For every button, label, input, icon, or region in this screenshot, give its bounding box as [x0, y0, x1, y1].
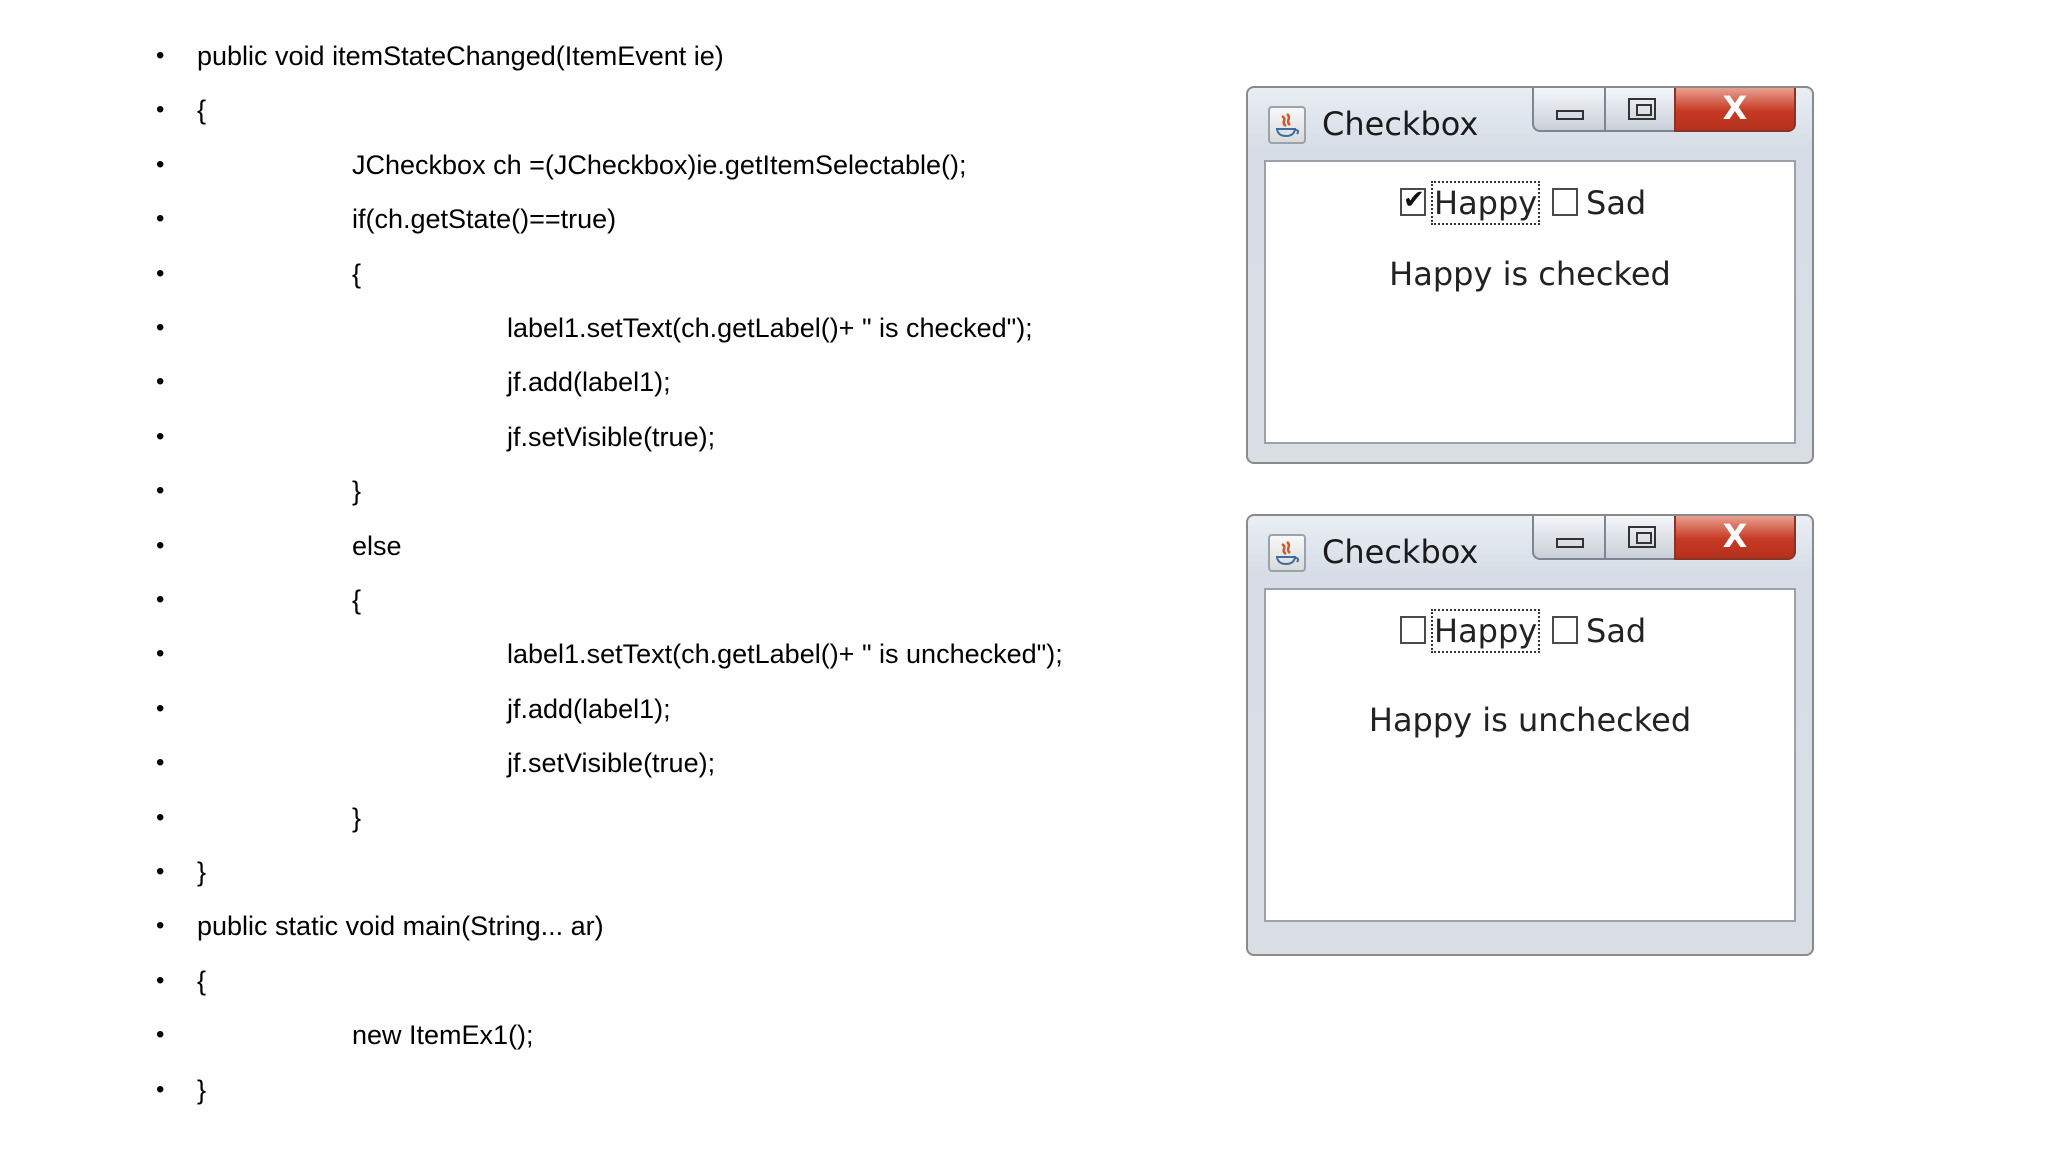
java-icon [1268, 106, 1306, 144]
code-text: JCheckbox ch =(JCheckbox)ie.getItemSelec… [352, 149, 967, 180]
maximize-button[interactable] [1604, 516, 1676, 560]
code-text: jf.add(label1); [507, 367, 671, 398]
happy-checkbox-label[interactable]: Happy [1430, 181, 1541, 225]
maximize-icon [1628, 98, 1656, 120]
java-icon [1268, 534, 1306, 572]
bullet-icon: • [156, 259, 165, 287]
bullet-icon: • [156, 531, 165, 559]
window-content: Happy Sad Happy is unchecked [1264, 588, 1796, 922]
bullet-icon: • [156, 477, 165, 505]
close-icon: X [1722, 89, 1748, 127]
bullet-icon: • [156, 96, 165, 124]
code-line: • jf.setVisible(true); [0, 415, 1200, 459]
maximize-button[interactable] [1604, 88, 1676, 132]
code-line: • else [0, 524, 1200, 568]
maximize-icon [1628, 526, 1656, 548]
bullet-icon: • [156, 912, 165, 940]
code-line: • public void itemStateChanged(ItemEvent … [0, 34, 1200, 78]
code-text: jf.setVisible(true); [507, 748, 716, 779]
bullet-icon: • [156, 1075, 165, 1103]
code-line: •{ [0, 88, 1200, 132]
code-text: jf.setVisible(true); [507, 421, 716, 452]
bullet-icon: • [156, 314, 165, 341]
bullet-icon: • [156, 368, 165, 396]
code-text: new ItemEx1(); [352, 1020, 534, 1051]
checkbox-window-unchecked: Checkbox X Happy Sad Happy is unchecked [1246, 514, 1814, 956]
sad-checkbox[interactable] [1552, 616, 1578, 644]
code-line: •} [0, 1068, 1200, 1112]
bullet-icon: • [156, 694, 165, 722]
bullet-icon: • [156, 803, 165, 831]
code-line: • new ItemEx1(); [0, 1013, 1200, 1057]
window-title: Checkbox [1322, 533, 1479, 571]
code-text: else [352, 530, 402, 561]
code-text: { [197, 95, 207, 126]
code-line: • public static void main(String... ar) [0, 904, 1200, 948]
code-line: •{ [0, 252, 1200, 296]
bullet-icon: • [156, 640, 165, 668]
checkbox-row: ✔ Happy Sad [1266, 181, 1794, 225]
happy-checkbox[interactable] [1400, 616, 1426, 644]
bullet-icon: • [156, 422, 165, 450]
window-controls: X [1532, 88, 1796, 134]
code-line: • jf.setVisible(true); [0, 741, 1200, 785]
bullet-icon: • [156, 966, 165, 994]
bullet-icon: • [156, 205, 165, 233]
bullet-icon: • [156, 150, 165, 178]
checkbox-row: Happy Sad [1266, 609, 1794, 653]
code-line: • label1.setText(ch.getLabel()+ " is chec… [0, 306, 1200, 350]
code-text: } [352, 802, 362, 833]
sad-checkbox[interactable] [1552, 188, 1578, 216]
close-button[interactable]: X [1674, 516, 1796, 560]
code-text: } [197, 1074, 207, 1105]
minimize-icon [1556, 538, 1584, 548]
code-line: •} [0, 469, 1200, 513]
code-line: •{ [0, 578, 1200, 622]
happy-checkbox-label[interactable]: Happy [1430, 609, 1541, 653]
code-text: { [197, 965, 207, 996]
bullet-icon: • [156, 749, 165, 777]
code-text: if(ch.getState()==true) [352, 204, 617, 235]
code-line: •{ [0, 959, 1200, 1003]
code-text: label1.setText(ch.getLabel()+ " is check… [507, 313, 1033, 343]
code-line: • label1.setText(ch.getLabel()+ " is unch… [0, 632, 1200, 676]
code-text: } [197, 857, 207, 887]
status-label: Happy is unchecked [1368, 701, 1692, 739]
minimize-button[interactable] [1532, 88, 1606, 132]
code-text: public static void main(String... ar) [197, 911, 604, 942]
code-line: • jf.add(label1); [0, 360, 1200, 404]
close-button[interactable]: X [1674, 88, 1796, 132]
bullet-icon: • [156, 858, 165, 885]
bullet-icon: • [156, 586, 165, 613]
bullet-icon: • [156, 1021, 165, 1049]
code-line: •} [0, 796, 1200, 840]
code-line: • JCheckbox ch =(JCheckbox)ie.getItemSele… [0, 143, 1200, 187]
sad-checkbox-label[interactable]: Sad [1586, 184, 1647, 222]
code-line: • if(ch.getState()==true) [0, 197, 1200, 241]
code-line: • jf.add(label1); [0, 687, 1200, 731]
checkbox-window-checked: Checkbox X ✔ Happy Sad Happy is checked [1246, 86, 1814, 464]
code-text: } [352, 476, 362, 507]
sad-checkbox-label[interactable]: Sad [1586, 612, 1647, 650]
status-label: Happy is checked [1389, 255, 1671, 293]
title-bar[interactable]: Checkbox X [1248, 516, 1812, 586]
window-title: Checkbox [1322, 105, 1479, 143]
code-text: { [352, 585, 362, 615]
minimize-icon [1556, 110, 1584, 120]
code-text: label1.setText(ch.getLabel()+ " is unche… [507, 639, 1063, 670]
code-text: { [352, 258, 362, 289]
bullet-icon: • [156, 42, 165, 69]
close-icon: X [1722, 517, 1748, 555]
code-text: jf.add(label1); [507, 693, 671, 724]
checkmark-icon: ✔ [1403, 185, 1425, 215]
happy-checkbox[interactable]: ✔ [1400, 185, 1426, 216]
title-bar[interactable]: Checkbox X [1248, 88, 1812, 158]
code-bullet-list: • public void itemStateChanged(ItemEvent … [0, 34, 1200, 1112]
window-content: ✔ Happy Sad Happy is checked [1264, 160, 1796, 444]
code-line: •} [0, 850, 1200, 894]
minimize-button[interactable] [1532, 516, 1606, 560]
code-text: public void itemStateChanged(ItemEvent i… [197, 41, 724, 71]
window-controls: X [1532, 516, 1796, 562]
